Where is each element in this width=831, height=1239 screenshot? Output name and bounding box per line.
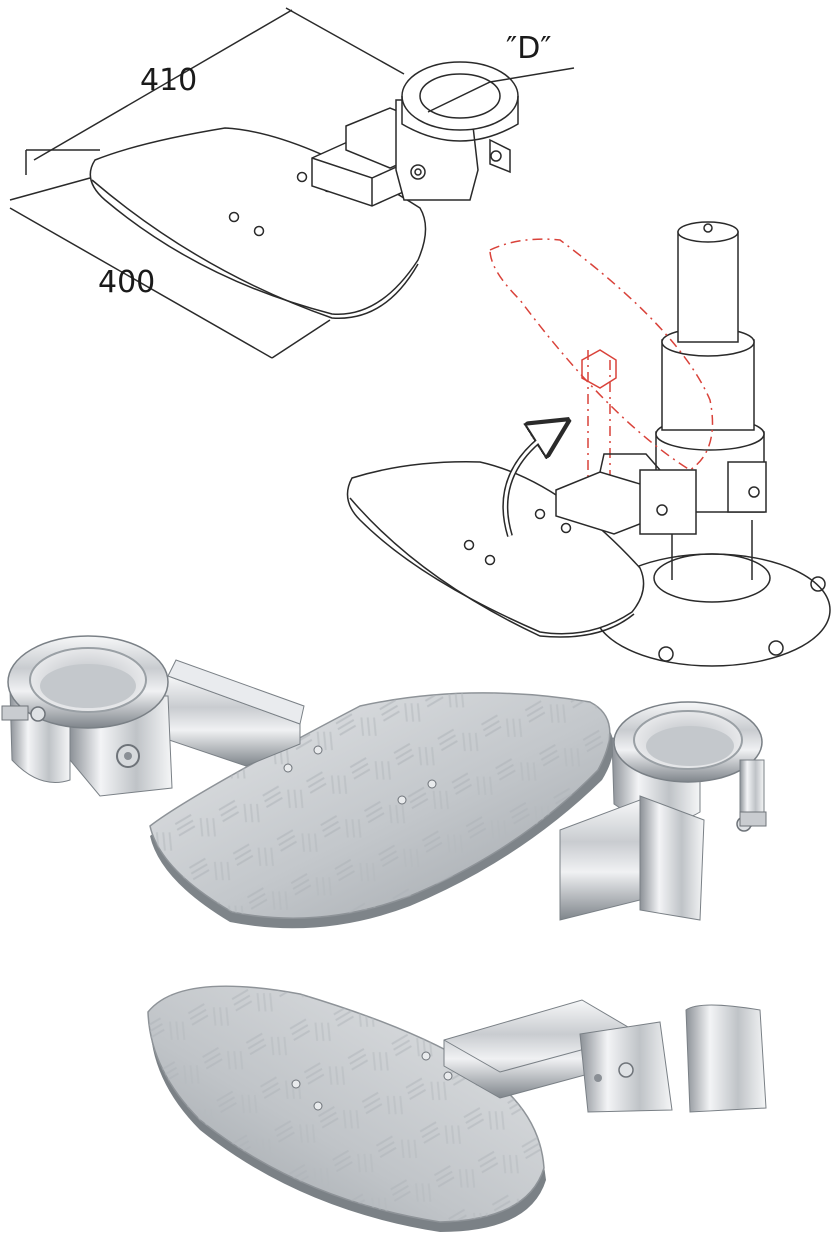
- dim-410-line: [33, 9, 293, 161]
- dim-diameter-label: ″D″: [506, 31, 552, 66]
- footrest-photo-left-clamp: [1, 635, 614, 929]
- dim-410-label: 410: [140, 63, 197, 98]
- plate-edge: [91, 179, 419, 319]
- clamp-ring-inner: [419, 73, 501, 119]
- dim-400-label: 400: [98, 265, 155, 300]
- pedestal-fold-drawing: [346, 221, 831, 667]
- dimension-drawing: [9, 7, 575, 359]
- dim-400-line: [9, 207, 273, 359]
- diameter-leader: [427, 67, 575, 113]
- footrest-photo-right-clamp: [147, 701, 767, 1232]
